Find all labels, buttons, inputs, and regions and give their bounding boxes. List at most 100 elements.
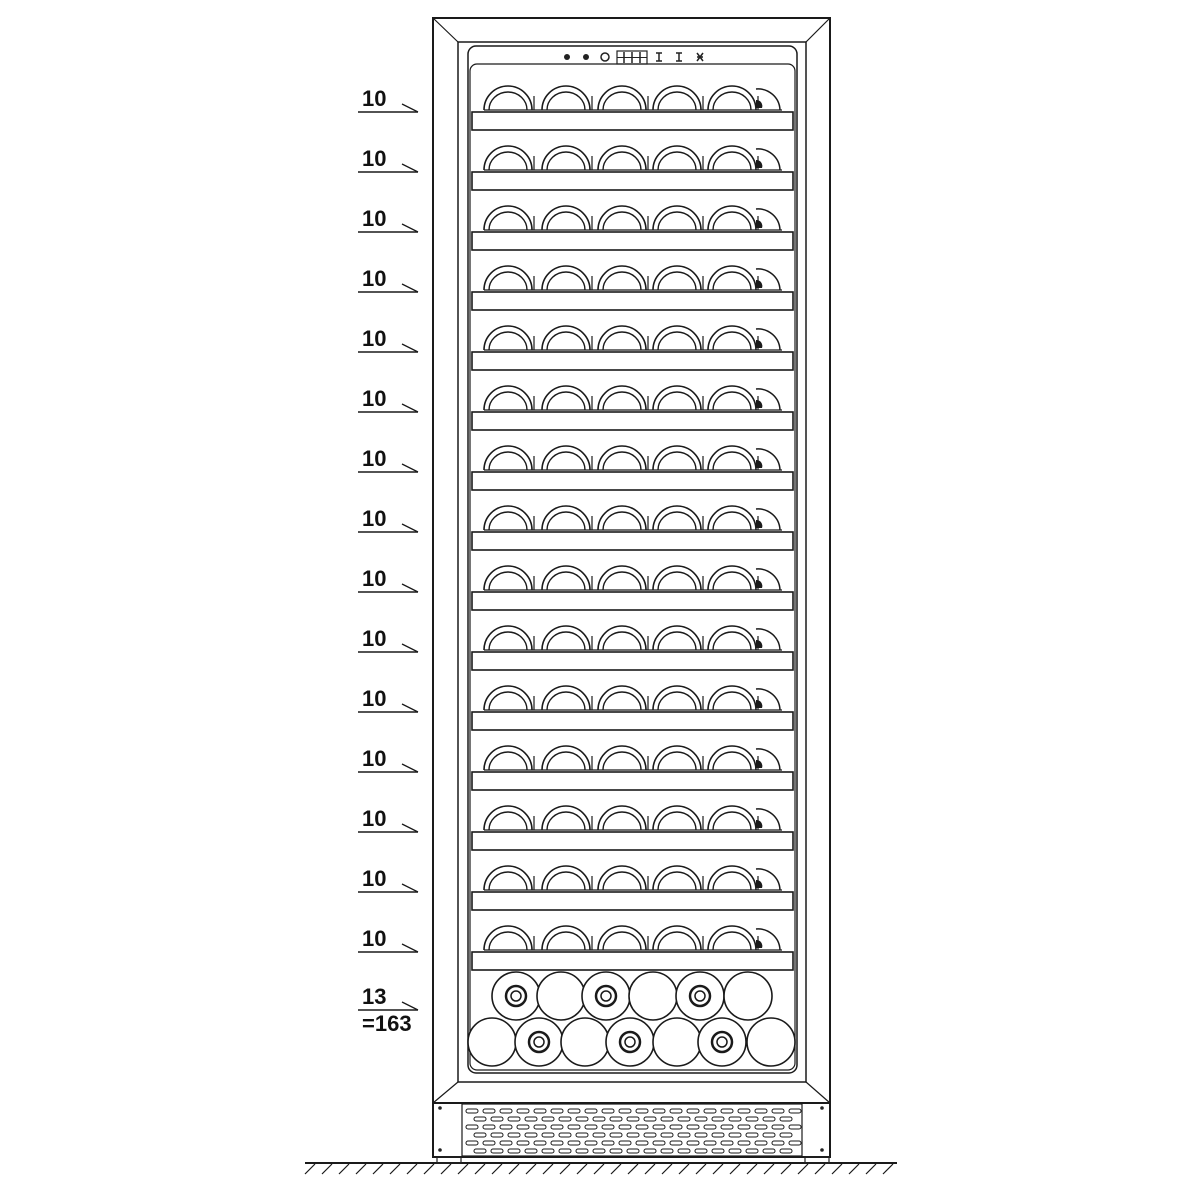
shelf [471,265,794,311]
bottle [652,805,704,831]
capacity-text: 10 [362,506,386,531]
bottle [597,385,649,411]
bottle [541,865,593,891]
bottle [483,445,535,471]
bottle [483,205,535,231]
shelf-rail[interactable] [471,471,794,491]
capacity-text: 10 [362,446,386,471]
bottle [483,265,535,291]
bottle [707,685,759,711]
bottle [483,925,535,951]
shelf-rail[interactable] [471,831,794,851]
bottle [652,385,704,411]
bottle [483,145,535,171]
shelf-rail[interactable] [471,711,794,731]
shelf [471,625,794,671]
bottle [541,265,593,291]
bottle-stacked [514,1017,564,1067]
bottle-partial [755,628,781,651]
shelf [471,325,794,371]
shelf-capacity-label: 10 [358,746,419,773]
shelf-capacity-label: 10 [358,926,419,953]
shelf-rail[interactable] [471,111,794,131]
bottle [541,625,593,651]
shelf [471,865,794,911]
shelf-rail[interactable] [471,531,794,551]
shelf-capacity-label: 10 [358,326,419,353]
power-icon[interactable] [600,52,610,62]
capacity-text: 10 [362,626,386,651]
capacity-text: 10 [362,926,386,951]
bottom-rack-capacity-label: 13=163 [358,984,419,1036]
bottle [707,205,759,231]
lock-icon[interactable] [696,52,704,62]
bottle [483,565,535,591]
bottle-partial [755,688,781,711]
shelf-rail[interactable] [471,171,794,191]
capacity-text: 10 [362,746,386,771]
bottle [483,805,535,831]
bottle-stacked [605,1017,655,1067]
bottle [707,385,759,411]
bottle [541,205,593,231]
right-foot [804,1156,830,1164]
shelf-rail[interactable] [471,231,794,251]
bottle [597,85,649,111]
shelf-capacity-label: 10 [358,446,419,473]
bottle-partial [755,148,781,171]
shelf-rail[interactable] [471,891,794,911]
floor [304,1162,897,1175]
fan-icon[interactable] [583,54,589,60]
bottle-stacked [652,1017,702,1067]
capacity-text: 10 [362,206,386,231]
bottle [483,685,535,711]
shelf-rail[interactable] [471,291,794,311]
bottle [707,265,759,291]
bottle [597,865,649,891]
light-icon[interactable] [564,54,570,60]
bottle [707,325,759,351]
shelf-rail[interactable] [471,351,794,371]
shelf-capacity-label: 10 [358,866,419,893]
shelf [471,145,794,191]
bottle [652,205,704,231]
bottle-partial [755,268,781,291]
bottle [597,145,649,171]
bottle [652,745,704,771]
bottle-stacked [675,971,725,1021]
bottle [597,445,649,471]
shelf-rail[interactable] [471,951,794,971]
bottle-stacked [723,971,773,1021]
shelf [471,565,794,611]
left-foot [436,1156,462,1164]
bottom-rack [467,971,796,1067]
bottle [597,505,649,531]
down-arrow-icon[interactable] [676,52,682,62]
shelf [471,85,794,131]
bottle [652,145,704,171]
up-arrow-icon[interactable] [656,52,662,62]
capacity-text: 10 [362,146,386,171]
bottle [541,145,593,171]
bottle [597,325,649,351]
shelf-capacity-label: 10 [358,806,419,833]
bottle [483,325,535,351]
shelf [471,745,794,791]
shelf-rail[interactable] [471,591,794,611]
shelf [471,505,794,551]
shelf-rail[interactable] [471,771,794,791]
bottle-partial [755,808,781,831]
bottle [652,85,704,111]
shelf-rail[interactable] [471,651,794,671]
bottle [652,925,704,951]
shelf-rail[interactable] [471,411,794,431]
bottle [483,385,535,411]
bottle [652,685,704,711]
bottle [707,805,759,831]
bottle [652,865,704,891]
bottle [652,565,704,591]
bottle [707,505,759,531]
capacity-text: 10 [362,266,386,291]
